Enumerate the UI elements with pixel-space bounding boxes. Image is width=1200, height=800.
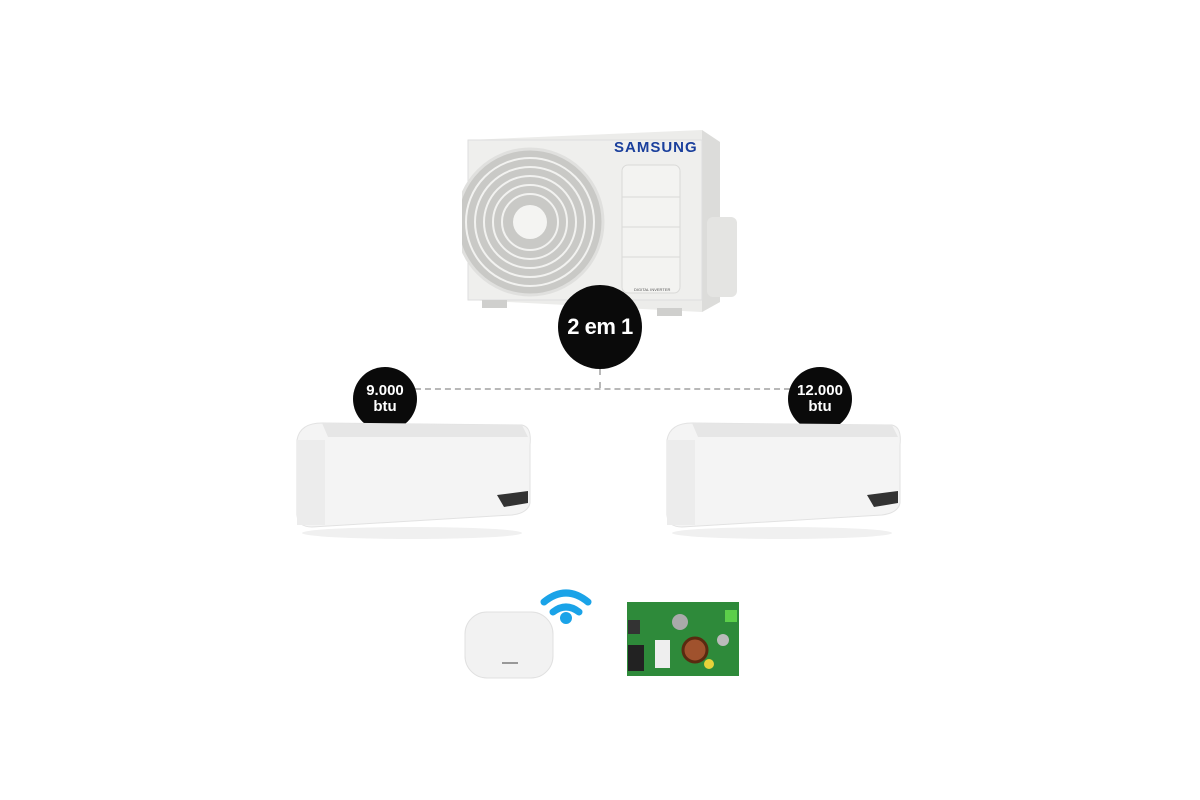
system-badge-text: 2 em 1 bbox=[567, 314, 633, 340]
indoor-unit-right bbox=[666, 422, 901, 539]
capacity-unit: btu bbox=[808, 398, 832, 415]
capacity-value: 9.000 bbox=[366, 382, 404, 400]
system-badge: 2 em 1 bbox=[558, 285, 642, 369]
connection-line bbox=[415, 388, 790, 390]
outdoor-unit-image bbox=[455, 130, 737, 316]
capacity-badge-right: 12.000 btu bbox=[788, 367, 852, 431]
capacity-value: 12.000 bbox=[797, 382, 843, 400]
brand-logo: SAMSUNG bbox=[614, 139, 698, 156]
wifi-kit bbox=[464, 589, 592, 679]
outdoor-unit: SAMSUNG DIGITAL INVERTER bbox=[455, 122, 742, 327]
indoor-unit-left bbox=[296, 422, 531, 539]
capacity-badge-left: 9.000 btu bbox=[353, 367, 417, 431]
wifi-icon bbox=[540, 589, 592, 616]
inverter-label: DIGITAL INVERTER bbox=[634, 287, 671, 292]
pcb-board bbox=[627, 602, 739, 676]
capacity-unit: btu bbox=[373, 398, 397, 415]
connection-line-vertical bbox=[599, 369, 601, 388]
